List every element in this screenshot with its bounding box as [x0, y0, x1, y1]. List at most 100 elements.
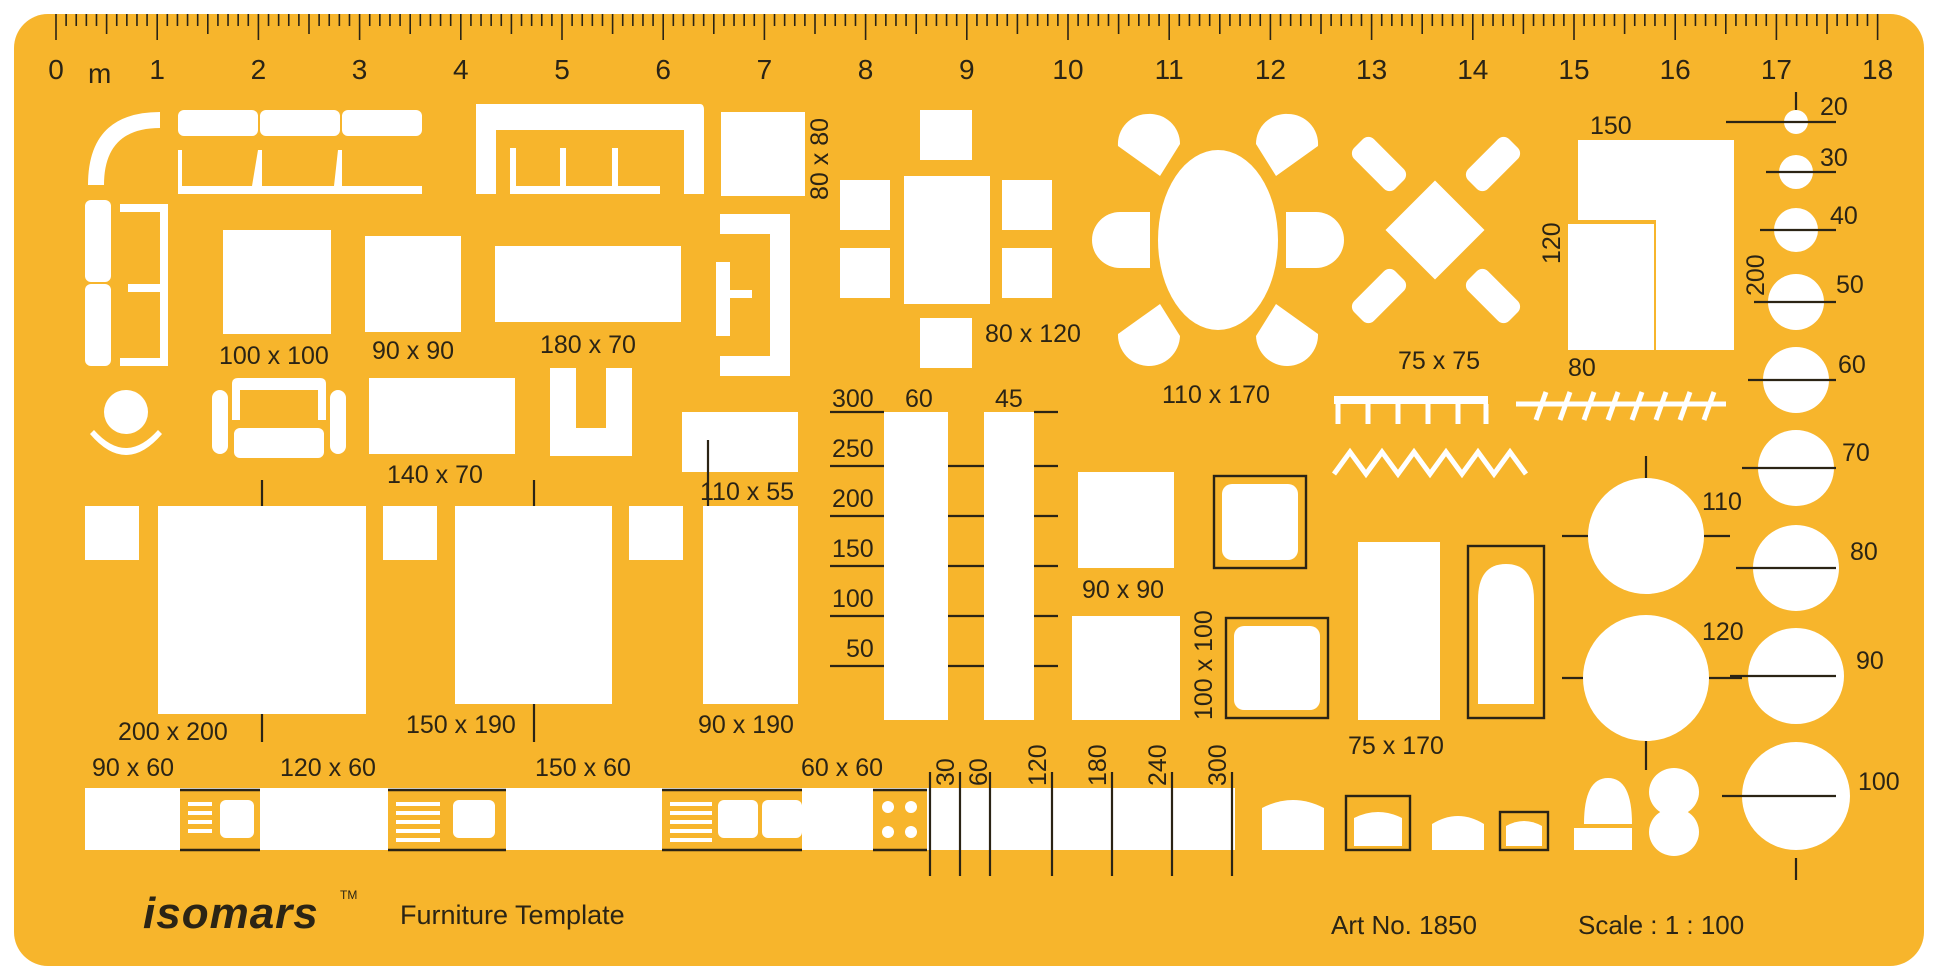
sink-1 [220, 800, 254, 838]
label-counter-60x60: 60 x 60 [801, 754, 884, 782]
article-number: Art No. 1850 [1331, 910, 1477, 940]
label-bed-200x200: 200 x 200 [118, 718, 228, 746]
ruler-number: 0 [48, 54, 64, 85]
ruler-number: 8 [857, 54, 874, 85]
outlined-fixtures [180, 474, 1550, 852]
ruler-number: 2 [250, 54, 267, 85]
label-bath-75x170: 75 x 170 [1348, 732, 1444, 760]
l-shaped-desk [1578, 140, 1734, 350]
label-round-110: 110 [1702, 488, 1742, 516]
ruler-number: 17 [1760, 54, 1792, 85]
sink-3 [718, 800, 758, 838]
oval-chair-2 [1256, 113, 1319, 176]
label-circle-50: 50 [1836, 271, 1864, 299]
table-100x100 [223, 230, 331, 334]
oval-chair-3 [1117, 304, 1180, 366]
label-circle-30: 30 [1820, 144, 1848, 172]
oval-table-110x170 [1158, 150, 1278, 330]
oval-chair-5 [1092, 212, 1150, 268]
l-desk-return [1568, 224, 1654, 350]
ruler-number: 18 [1862, 54, 1894, 85]
table-100x100-b [1072, 616, 1180, 720]
nightstand-3 [629, 506, 683, 560]
ruler-number: 3 [351, 54, 368, 85]
label-depth-300: 300 [1204, 744, 1232, 786]
side-sofa-1 [85, 200, 111, 282]
oval-chair-4 [1256, 304, 1319, 366]
bed-200x200 [158, 506, 366, 714]
wardrobe-45 [984, 412, 1034, 720]
dimension-lines [260, 92, 1836, 880]
diamond-chair-2 [1465, 136, 1521, 192]
armchair-2-seat [234, 428, 324, 458]
label-circle-80: 80 [1850, 538, 1878, 566]
table-180x70 [495, 246, 681, 322]
oval-chair-1 [1117, 113, 1181, 176]
armchair-2-arm-r [330, 390, 346, 454]
bed-150x190 [455, 506, 612, 704]
label-l-desk-80: 80 [1568, 354, 1596, 382]
ruler-number: 16 [1659, 54, 1691, 85]
diamond-chair-4 [1465, 268, 1521, 324]
label-circle-90: 90 [1856, 647, 1884, 675]
label-counter-90x60: 90 x 60 [92, 754, 175, 782]
wardrobe-60 [884, 412, 948, 720]
ruler-number: 14 [1457, 54, 1489, 85]
toilet-box-1 [1344, 794, 1412, 852]
label-l-desk-150: 150 [1590, 112, 1632, 140]
square-table-80 [721, 112, 805, 196]
brand-trademark: TM [340, 888, 358, 902]
bidet [1584, 778, 1632, 824]
label-depth-120: 120 [1024, 744, 1052, 786]
label-height-250: 250 [832, 435, 874, 463]
u-chair [550, 368, 632, 456]
armchair-2-arm-l [212, 390, 228, 454]
ruler-number: 6 [655, 54, 671, 85]
sofa-seat-3 [342, 110, 422, 136]
round-chair-back [90, 430, 162, 455]
table-90x90-b [1078, 472, 1174, 568]
sofa-front [178, 150, 422, 194]
burner-1 [882, 801, 894, 813]
dining-chair-5 [1002, 180, 1052, 230]
sink-outline-2 [1224, 616, 1330, 720]
label-depth-60: 60 [965, 758, 993, 786]
armchair-2-back [232, 378, 326, 420]
burner-2 [905, 801, 917, 813]
dining-chair-3 [840, 180, 890, 230]
diamond-chair-3 [1351, 268, 1407, 324]
bathtub-75x170 [1358, 542, 1440, 720]
label-bed-150x190: 150 x 190 [406, 711, 516, 739]
toilet-seat-2 [1432, 816, 1484, 850]
double-basin-bottom [1649, 808, 1699, 856]
ruler-number: 5 [554, 54, 570, 85]
bidet-base [1574, 828, 1632, 850]
label-circle-100: 100 [1858, 768, 1900, 796]
label-depth-240: 240 [1144, 744, 1172, 786]
label-counter-120x60: 120 x 60 [280, 754, 376, 782]
side-sofa-frame [120, 204, 168, 366]
ruler-number: 10 [1052, 54, 1084, 85]
corner-sofa-arc [88, 112, 160, 185]
bed-90x190 [703, 506, 798, 704]
hob-slot [873, 790, 927, 850]
label-table-100x100: 100 x 100 [219, 342, 329, 370]
label-circle-40: 40 [1830, 202, 1858, 230]
ruler-number: 12 [1254, 54, 1286, 85]
label-height-50: 50 [846, 635, 874, 663]
label-table-90x90: 90 x 90 [372, 337, 455, 365]
sink-2 [453, 800, 495, 838]
sofa-seat-2 [260, 110, 340, 136]
nightstand-2 [383, 506, 437, 560]
dining-chair-4 [840, 248, 890, 298]
furniture-cutouts [85, 104, 1734, 856]
long-sofa [476, 104, 704, 194]
dining-table-80x120 [904, 176, 990, 304]
drainer-lines [188, 802, 712, 842]
burner-4 [905, 826, 917, 838]
ruler-number: 15 [1558, 54, 1590, 85]
toilet-seat-1 [1262, 800, 1324, 850]
label-height-100: 100 [832, 585, 874, 613]
